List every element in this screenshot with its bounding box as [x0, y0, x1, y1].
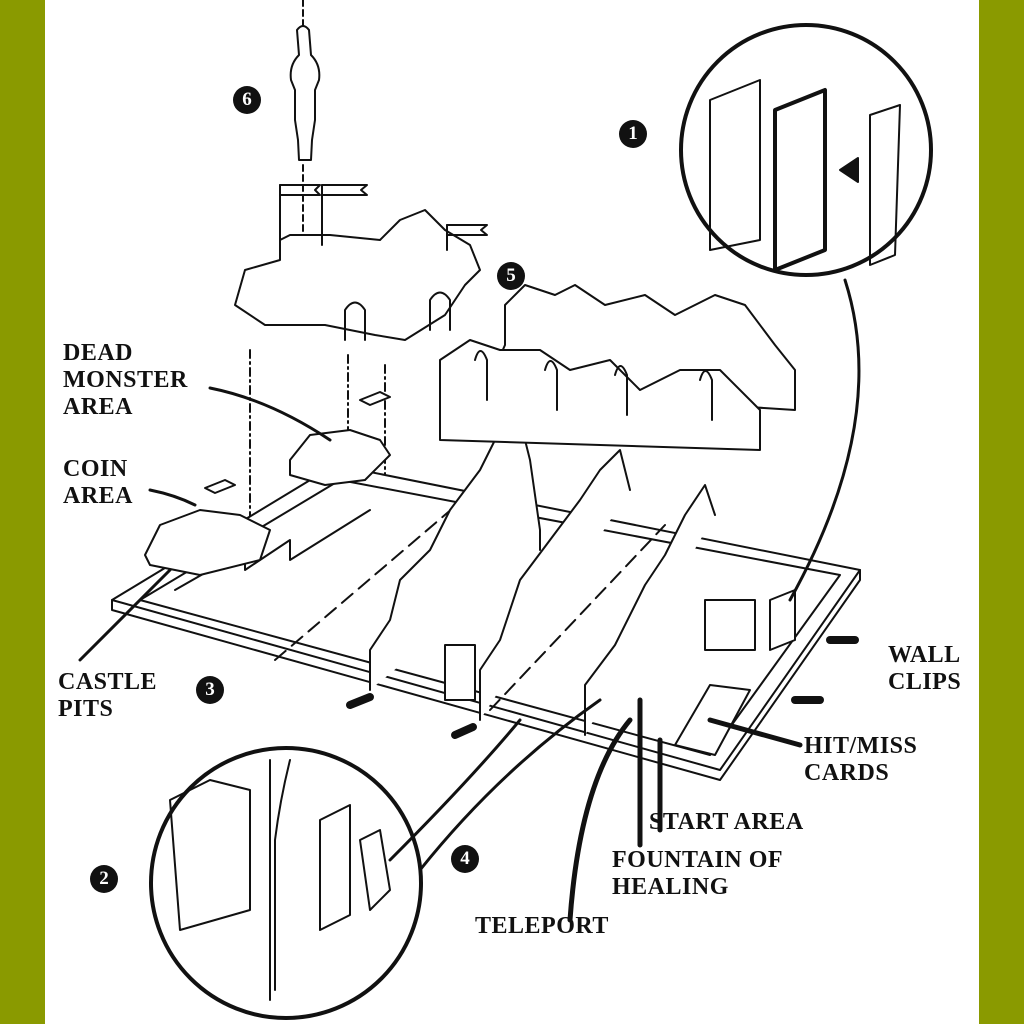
ruin-walls [369, 419, 796, 736]
step-badge-6: 6 [233, 86, 261, 114]
label-start-area: START AREA [649, 809, 804, 835]
step-badge-3: 3 [196, 676, 224, 704]
castle-model [234, 184, 488, 606]
tray-pieces [144, 391, 391, 576]
step-badge-1: 1 [619, 120, 647, 148]
step-badge-5: 5 [497, 262, 525, 290]
detail-circle-1 [679, 23, 933, 277]
label-wall-clips: WALL CLIPS [888, 642, 962, 695]
label-coin-area: COIN AREA [63, 456, 134, 509]
label-hit-miss-cards: HIT/MISS CARDS [804, 733, 918, 786]
step-badge-2: 2 [90, 865, 118, 893]
detail-2-door [169, 759, 391, 1001]
detail-circle-2 [149, 746, 423, 1020]
step-badge-4: 4 [451, 845, 479, 873]
label-teleport: TELEPORT [475, 913, 609, 939]
leader-lines [78, 278, 861, 923]
back-wall-pieces [439, 284, 796, 451]
label-castle-pits: CASTLE PITS [58, 669, 158, 722]
detail-1-window-frame [709, 79, 901, 272]
label-dead-monster-area: DEAD MONSTER AREA [63, 340, 188, 420]
label-fountain-of-healing: FOUNTAIN OF HEALING [612, 847, 784, 900]
tower-spire [289, 0, 321, 251]
